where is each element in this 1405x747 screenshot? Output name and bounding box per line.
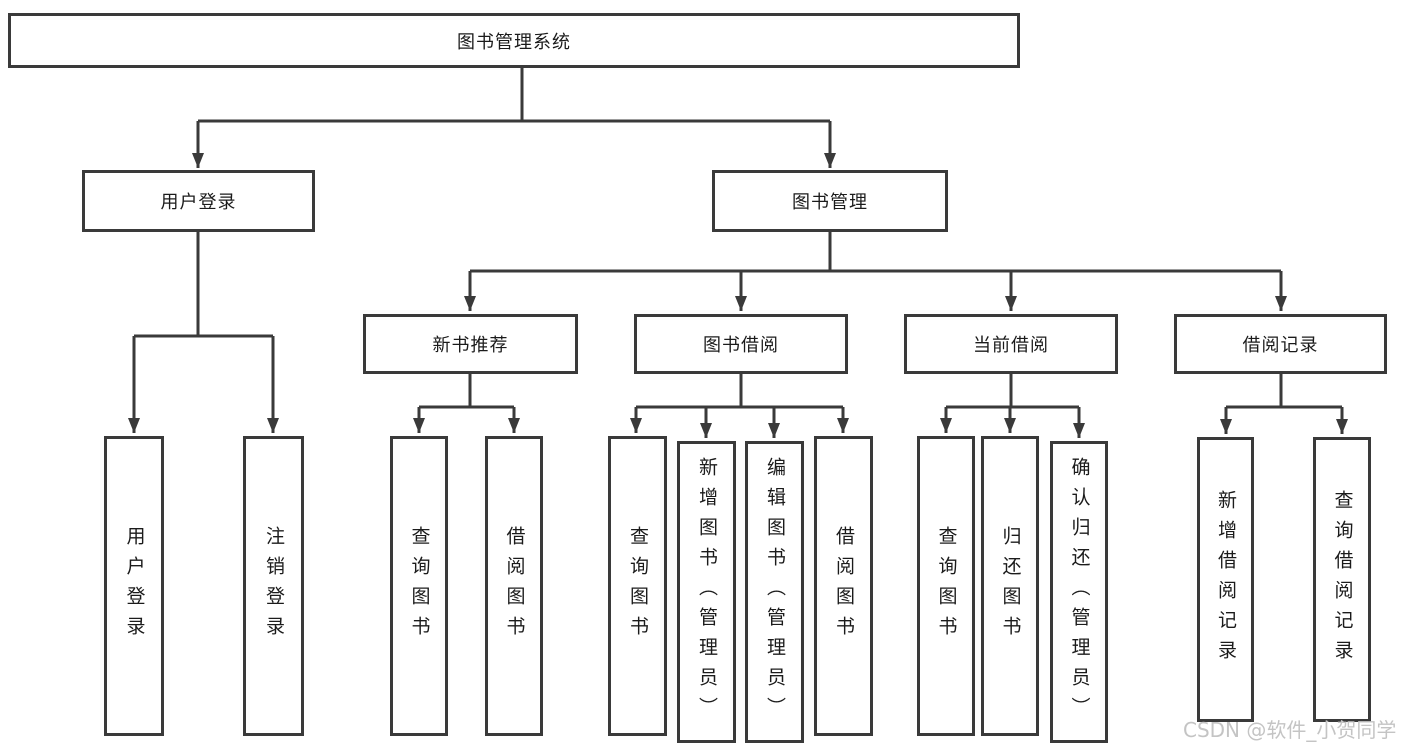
leaf-logout: 注销登录 [243,436,304,736]
leaf-borrow-borrow-books: 借阅图书 [814,436,873,736]
leaf-user-login: 用户登录 [104,436,164,736]
csdn-watermark: CSDN @软件_小贺同学 [1183,718,1397,742]
leaf-current-confirm-return-admin: 确认归还（管理员） [1050,441,1108,743]
node-user-login: 用户登录 [82,170,315,232]
leaf-borrow-query-books: 查询图书 [608,436,667,736]
node-book-borrow: 图书借阅 [634,314,848,374]
node-new-book-recommend: 新书推荐 [363,314,578,374]
node-book-management: 图书管理 [712,170,948,232]
node-borrow-records: 借阅记录 [1174,314,1387,374]
leaf-records-add-record: 新增借阅记录 [1197,437,1254,722]
leaf-newbook-borrow-books: 借阅图书 [485,436,543,736]
node-current-borrow: 当前借阅 [904,314,1118,374]
leaf-newbook-query-books: 查询图书 [390,436,448,736]
leaf-records-query-record: 查询借阅记录 [1313,437,1371,722]
leaf-current-query-books: 查询图书 [917,436,975,736]
leaf-borrow-add-books-admin: 新增图书（管理员） [677,441,736,743]
node-root: 图书管理系统 [8,13,1020,68]
leaf-current-return-books: 归还图书 [981,436,1039,736]
leaf-borrow-edit-books-admin: 编辑图书（管理员） [745,441,804,743]
